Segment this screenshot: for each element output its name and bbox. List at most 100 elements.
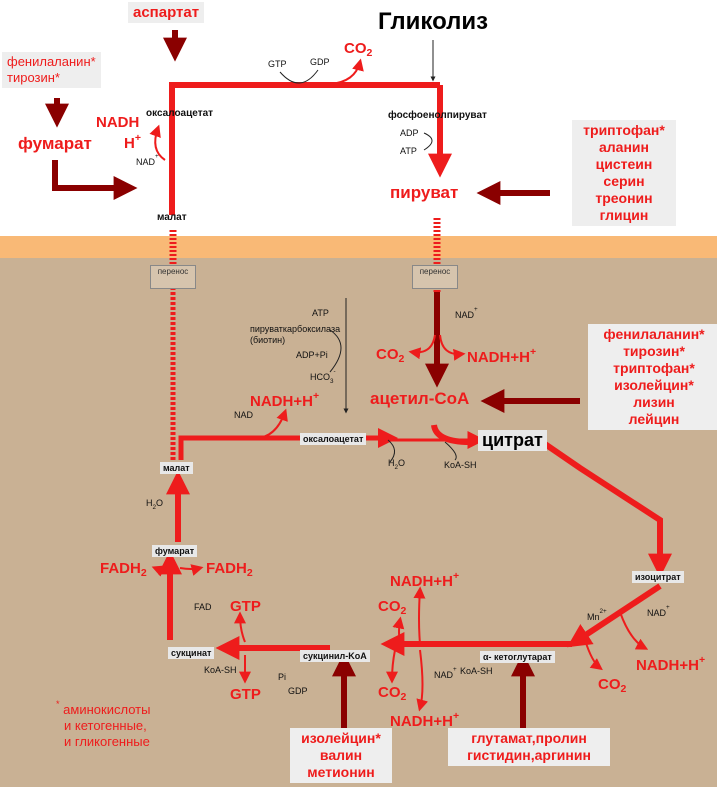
akg-amino-group: глутамат,пролин гистидин,аргинин [448, 728, 610, 766]
nad-idh-sup: + [666, 604, 670, 611]
trp-label: триптофан* [583, 122, 665, 138]
h-text: H [124, 135, 135, 152]
atp-cyto-label: ATP [400, 146, 417, 156]
footnote-text-2: и кетогенные, [64, 718, 147, 733]
arrow-pdh-co2 [408, 334, 436, 360]
nad-idh-label: NAD+ [647, 604, 670, 618]
arrow-idh-nadh [619, 611, 649, 650]
nad-akg-sup: + [453, 666, 457, 673]
fumarate-cyto-label: фумарат [18, 134, 92, 153]
mn-text: Mn [587, 612, 600, 622]
co2-idh-text: CO [598, 676, 621, 693]
nad-pdh-text: NAD [455, 310, 475, 320]
footnote-text-3: и гликогенные [64, 734, 150, 749]
arrow-citrate-to-isocitrate [543, 441, 672, 578]
arrow-akg-co2 [392, 616, 405, 645]
nadh-akg-bottom-text: NADH+H [390, 713, 453, 730]
pyruvate-amino-group: триптофан* аланин цистеин серин треонин … [572, 120, 676, 226]
thr-label: треонин [595, 190, 653, 206]
arrow-mdh-nadh [251, 408, 288, 440]
nadh-mdh-text: NADH+H [250, 393, 313, 410]
pyruvate-label: пируват [390, 183, 459, 202]
co2-akg-bottom-text: CO [378, 684, 401, 701]
gdp-cyto-label: GDP [310, 57, 330, 67]
nadh-akg-top-label: NADH+H+ [390, 570, 459, 590]
h2o-cs-label: H2O [388, 458, 405, 471]
nad-pdh-label: NAD+ [455, 306, 478, 320]
nadh-pdh-text: NADH+H [467, 349, 530, 366]
acetyl-amino-group: фенилаланин* тирозин* триптофан* изолейц… [588, 324, 717, 430]
h2o-cs-o: O [398, 458, 406, 468]
coa-sc-label: KoA-SH [204, 665, 237, 675]
arrow-akg-co2-lower [386, 649, 399, 684]
co2-akg-bottom-sub: 2 [400, 691, 407, 703]
succ-ile-label: изолейцин* [301, 730, 381, 746]
arrow-cs-coa [444, 441, 457, 461]
h2o-fum-sub: 2 [152, 504, 157, 511]
nad-sup: + [155, 153, 159, 160]
cys-label: цистеин [595, 156, 653, 172]
h2o-cs-h: H [388, 458, 395, 468]
mitochondrial-membrane [0, 236, 717, 258]
transfer-box-right: перенос [412, 265, 458, 289]
h2o-fum-o: O [156, 498, 164, 508]
acetyl-ile-label: изолейцин* [614, 377, 694, 393]
arrow-oaa-acetyl-join [431, 424, 471, 445]
co2-cyto-label: CO2 [344, 40, 372, 59]
arrow-adp-atp [423, 132, 433, 151]
gtp-bottom-label: GTP [230, 686, 261, 703]
fadh2-left-text: FADH [100, 560, 141, 577]
transfer-box-left: перенос [150, 265, 196, 289]
tyr-label: тирозин* [7, 70, 60, 85]
acetyl-coa-label: ацетил-CoA [370, 389, 470, 408]
phe-label: фенилаланин* [7, 54, 96, 69]
pc-atp-label: ATP [312, 308, 329, 318]
nadh-pdh-sup: + [529, 346, 537, 358]
nadh-idh-text: NADH+H [636, 657, 699, 674]
isocitrate-label: изоцитрат [632, 571, 684, 584]
pc-hco3-label: HCO3- [310, 368, 336, 385]
ala-label: аланин [599, 139, 649, 155]
fumarate-matrix-label: фумарат [152, 545, 198, 558]
co2-akg-top-sub: 2 [400, 605, 407, 617]
oxaloacetate-matrix-label: оксалоацетат [300, 433, 367, 446]
fadh2-right-label: FADH2 [206, 560, 253, 579]
pep-label: фосфоенолпируват [388, 110, 487, 121]
nadh-idh-sup: + [698, 654, 706, 666]
nad-akg-label: NAD+ [434, 666, 457, 680]
arrow-fadh2-right [179, 564, 204, 576]
arrow-idh-co2 [584, 639, 603, 671]
arrow-isocitrate-to-akg [566, 583, 662, 648]
succinyl-coa-label: сукцинил-KoA [300, 650, 370, 663]
mn-sup: 2+ [599, 608, 607, 615]
acetyl-lys-label: лизин [633, 394, 675, 410]
nadh-mdh-sup: + [312, 390, 320, 402]
nadh-akg-bottom-label: NADH+H+ [390, 710, 459, 730]
co2-pdh-text: CO [376, 346, 399, 363]
co2-akg-bottom-label: CO2 [378, 684, 406, 703]
hco3-sub: 3 [330, 378, 334, 385]
co2-pdh-label: CO2 [376, 346, 404, 365]
h-cyto-label: H+ [124, 132, 141, 152]
succ-met-label: метионин [307, 764, 375, 780]
arrow-oxaloacetate-to-pep [169, 82, 440, 215]
arrow-gtp-gdp [279, 69, 319, 84]
gly-label: глицин [599, 207, 649, 223]
co2-akg-top-text: CO [378, 598, 401, 615]
aspartate-label: аспартат [128, 2, 205, 24]
nad-idh-text: NAD [647, 608, 667, 618]
pc-adp-label: ADP+Pi [296, 350, 328, 360]
nadh-cyto-label: NADH [96, 114, 139, 131]
arrow-nad-to-nadh [149, 124, 166, 161]
nadh-text: NADH [96, 114, 140, 131]
arrow-co2-cyto [329, 58, 364, 85]
transfer-label-right: перенос [419, 267, 451, 276]
fadh2-left-label: FADH2 [100, 560, 147, 579]
footnote-star: * [56, 699, 60, 709]
oxaloacetate-cyto-label: оксалоацетат [146, 108, 214, 119]
co2-text: CO [344, 40, 367, 57]
acetyl-tyr-label: тирозин* [623, 343, 685, 359]
h2o-cs-sub: 2 [394, 464, 399, 471]
footnote: * аминокислоты и кетогенные, и гликогенн… [56, 696, 150, 750]
